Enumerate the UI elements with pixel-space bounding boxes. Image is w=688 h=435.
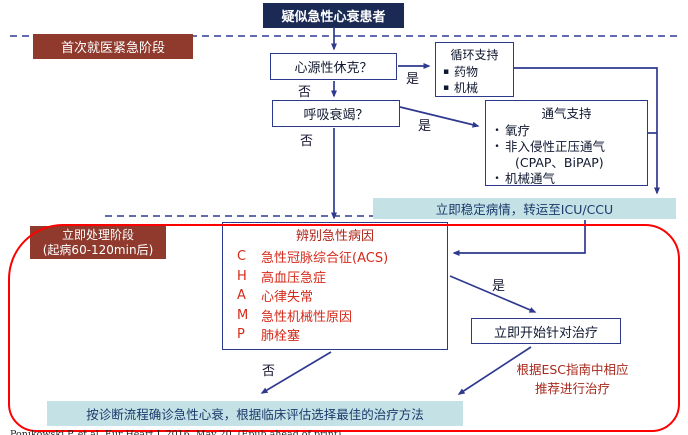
list-item: ▪ 药物 (438, 64, 511, 80)
start-node-suspected-ahf: 疑似急性心衰患者 (263, 3, 404, 28)
champ-etiology-box: 辨别急性病因 C 急性冠脉综合征(ACS) H 高血压急症 A 心律失常 M 急… (222, 222, 448, 350)
champ-key: C (237, 249, 247, 265)
circulatory-item-mechanical: 机械 (454, 81, 479, 95)
esc-note-line2: 推荐进行治疗 (534, 381, 610, 396)
champ-row-c: C 急性冠脉综合征(ACS) (223, 247, 447, 267)
phase1-label-text: 首次就医紧急阶段 (60, 41, 165, 56)
phase2-label: 立即处理阶段 (起病60-120min后) (30, 226, 166, 259)
ventilation-support-box: 通气支持 • 氧疗 • 非入侵性正压通气 (CPAP、BiPAP) • 机械通气 (485, 100, 648, 186)
champ-key: M (237, 307, 249, 323)
phase2-label-line2: (起病60-120min后) (42, 242, 154, 257)
branch-label-no: 否 (262, 364, 276, 379)
list-item: • 非入侵性正压通气 (489, 139, 644, 155)
branch-label-no: 否 (300, 134, 314, 149)
bullet-icon: ▪ (442, 83, 450, 93)
champ-key: P (237, 327, 245, 343)
champ-row-h: H 高血压急症 (223, 267, 447, 287)
circulatory-item-drugs: 药物 (454, 65, 479, 79)
ventilation-item-mechanical: 机械通气 (505, 171, 556, 186)
branch-label-no: 否 (298, 85, 312, 100)
bullet-icon: • (494, 142, 500, 152)
ventilation-support-title: 通气支持 (541, 106, 592, 121)
esc-guideline-note: 根据ESC指南中相应 推荐进行治疗 (480, 360, 665, 398)
champ-key: A (237, 288, 246, 304)
phase1-label: 首次就医紧急阶段 (33, 34, 193, 59)
champ-label: 心律失常 (261, 290, 314, 306)
diagnosis-treatment-bar: 按诊断流程确诊急性心衰，根据临床评估选择最佳的治疗方法 (47, 401, 463, 426)
champ-row-m: M 急性机械性原因 (223, 306, 447, 326)
champ-row-p: P 肺栓塞 (223, 325, 447, 345)
ventilation-item-oxygen: 氧疗 (505, 123, 531, 138)
start-targeted-treatment-box: 立即开始针对治疗 (471, 318, 621, 344)
champ-key: H (237, 268, 247, 284)
circulatory-support-box: 循环支持 ▪ 药物 ▪ 机械 (435, 42, 514, 97)
bullet-icon: • (494, 174, 500, 184)
champ-label: 高血压急症 (261, 270, 327, 286)
decision-respiratory-failure: 呼吸衰竭？ (272, 100, 400, 127)
esc-note-line1: 根据ESC指南中相应 (516, 362, 629, 377)
ventilation-item-nippv: 非入侵性正压通气 (505, 139, 606, 154)
champ-title: 辨别急性病因 (295, 229, 374, 244)
branch-label-yes: 是 (418, 119, 432, 134)
decision-cardiogenic-shock: 心源性休克？ (270, 53, 397, 80)
ventilation-item-nippv-sub: (CPAP、BiPAP) (515, 155, 604, 170)
champ-row-a: A 心律失常 (223, 286, 447, 306)
branch-label-yes: 是 (406, 72, 420, 87)
list-item: • 氧疗 (489, 123, 644, 139)
list-item: • 机械通气 (489, 171, 644, 187)
branch-label-yes: 是 (492, 279, 506, 294)
champ-label: 肺栓塞 (261, 329, 301, 345)
circulatory-support-title: 循环支持 (450, 48, 499, 62)
phase2-label-line1: 立即处理阶段 (61, 227, 134, 242)
champ-label: 急性冠脉综合征(ACS) (261, 251, 389, 267)
stabilize-transfer-icu-bar: 立即稳定病情，转运至ICU/CCU (373, 198, 676, 219)
bullet-icon: ▪ (442, 67, 450, 77)
bullet-icon: • (494, 126, 500, 136)
champ-label: 急性机械性原因 (261, 309, 353, 325)
list-item: ▪ 机械 (438, 80, 511, 96)
citation-text: Ponikowski P, et al. Eur Heart J. 2016. … (10, 429, 342, 435)
